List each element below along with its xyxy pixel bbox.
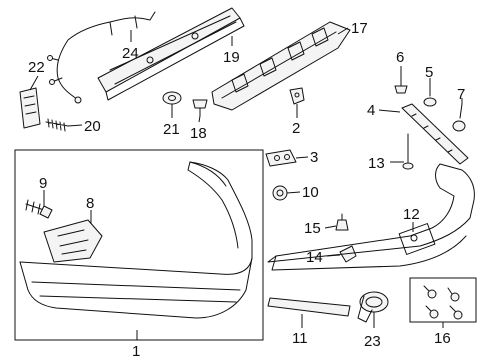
push-pin — [192, 99, 208, 117]
bumper-reinforcement — [97, 7, 245, 101]
callout-23: 23 — [364, 333, 381, 350]
fascia-bracket — [43, 219, 103, 263]
nut-5 — [423, 81, 437, 107]
callout-6: 6 — [396, 49, 404, 66]
clip — [289, 87, 305, 105]
locating-pin — [402, 133, 414, 170]
stud-bolt — [45, 118, 69, 132]
lower-valance — [267, 163, 475, 271]
callout-1: 1 — [132, 343, 140, 360]
parking-sensor — [357, 291, 389, 323]
trim-strip — [267, 297, 351, 317]
callout-11: 11 — [292, 330, 308, 347]
bolt-6 — [394, 73, 408, 94]
callout-19: 19 — [223, 49, 240, 66]
leader-lines — [29, 27, 463, 340]
callout-3: 3 — [310, 149, 318, 166]
callout-8: 8 — [86, 195, 94, 212]
callout-13: 13 — [368, 155, 385, 172]
bolt-9 — [25, 199, 53, 219]
callout-16: 16 — [434, 330, 451, 347]
callout-2: 2 — [292, 120, 300, 137]
energy-absorber — [211, 21, 351, 111]
callout-12: 12 — [403, 206, 420, 223]
fastener-kit — [409, 277, 477, 323]
callout-14: 14 — [306, 249, 323, 266]
grommet-10 — [272, 185, 288, 201]
callout-24: 24 — [122, 45, 139, 62]
side-bracket — [401, 103, 469, 165]
callout-5: 5 — [425, 64, 433, 81]
callout-20: 20 — [84, 118, 101, 135]
callout-17: 17 — [351, 20, 368, 37]
callout-22: 22 — [28, 59, 45, 76]
bumper-cover — [14, 149, 264, 341]
push-clip — [335, 213, 349, 231]
sensor-bracket — [19, 87, 41, 129]
wiring-harness — [47, 11, 156, 104]
callout-21: 21 — [163, 121, 180, 138]
callout-10: 10 — [302, 184, 319, 201]
grommet — [452, 103, 466, 132]
callout-18: 18 — [190, 125, 207, 142]
retainer-nut — [162, 91, 182, 105]
callout-15: 15 — [304, 220, 321, 237]
callout-9: 9 — [39, 175, 47, 192]
callout-7: 7 — [457, 86, 465, 103]
mount-bracket — [265, 149, 297, 167]
callout-4: 4 — [367, 102, 375, 119]
callout-labels: 1 2 3 4 5 6 7 8 9 10 11 12 13 14 15 16 1… — [28, 20, 465, 360]
